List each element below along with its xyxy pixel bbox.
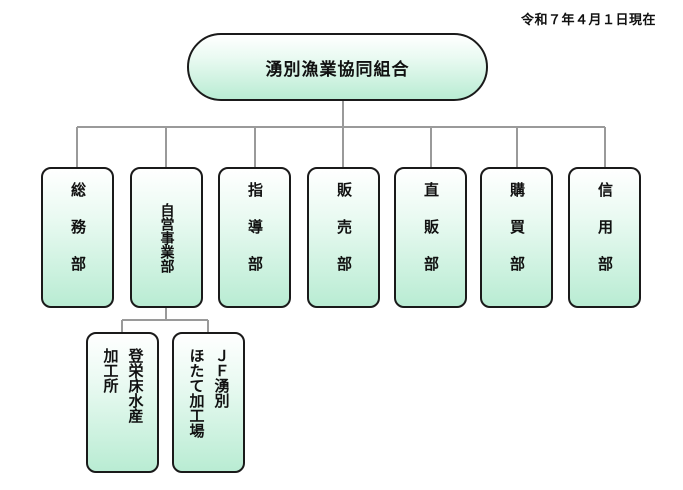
org-root-box: 湧別漁業協同組合 <box>187 33 488 101</box>
as-of-date: 令和７年４月１日現在 <box>520 13 656 28</box>
sub-label-line: 登栄床水産 <box>126 348 145 423</box>
dept-box-self-operated: 自営事業部 <box>130 167 203 308</box>
dept-label: 指導部 <box>246 182 264 293</box>
sub-label-line: ほたて加工場 <box>187 348 206 438</box>
dept-box-credit: 信用部 <box>568 167 641 308</box>
dept-box-purchasing: 購買部 <box>480 167 553 308</box>
dept-box-guidance: 指導部 <box>218 167 291 308</box>
dept-label: 総務部 <box>69 182 87 293</box>
sub-box-tomeitoko-processing: 登栄床水産 加工所 <box>86 332 159 473</box>
sub-box-jf-yubetsu-scallop-plant: ＪＦ湧別 ほたて加工場 <box>172 332 245 473</box>
org-root-label: 湧別漁業協同組合 <box>265 59 410 80</box>
sub-label-line: ＪＦ湧別 <box>212 348 231 408</box>
dept-label: 販売部 <box>335 182 353 293</box>
dept-label: 直販部 <box>422 182 440 293</box>
dept-box-direct-sales: 直販部 <box>394 167 467 308</box>
dept-label: 自営事業部 <box>158 202 175 273</box>
dept-box-general-affairs: 総務部 <box>41 167 114 308</box>
dept-label: 信用部 <box>596 182 614 293</box>
dept-box-sales: 販売部 <box>307 167 380 308</box>
dept-label: 購買部 <box>508 182 526 293</box>
sub-label-line: 加工所 <box>101 348 120 393</box>
